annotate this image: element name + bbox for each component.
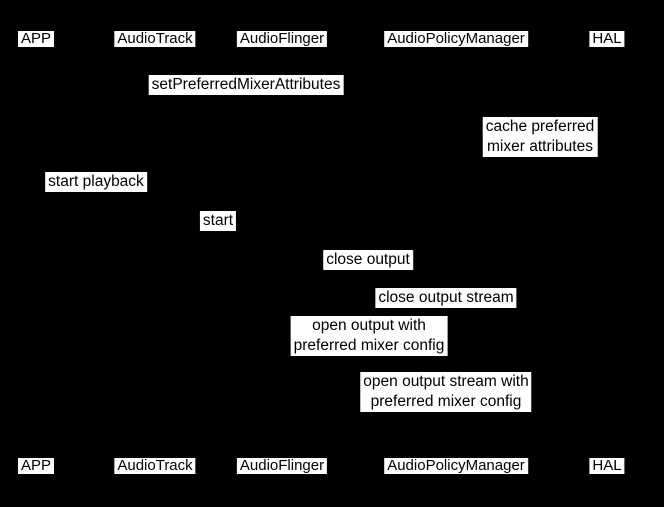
message-label-1: setPreferredMixerAttributes (148, 75, 344, 95)
participant-label-audiotrack-top: AudioTrack (114, 31, 196, 47)
participant-label-app-bottom: APP (17, 458, 55, 474)
message-label-4: start (199, 211, 237, 231)
message-label-3: start playback (45, 172, 147, 192)
message-label-6: close output stream (375, 288, 517, 308)
message-label-5: close output (323, 250, 413, 270)
participant-label-audioflinger-top: AudioFlinger (236, 31, 328, 47)
lifeline-audiotrack (155, 48, 156, 457)
participant-label-audiopolicymanager-top: AudioPolicyManager (384, 31, 528, 47)
lifeline-audiopolicymanager (456, 48, 457, 457)
message-label-7: open output with preferred mixer config (290, 316, 448, 356)
message-label-2: cache preferred mixer attributes (482, 117, 598, 157)
message-label-8: open output stream with preferred mixer … (360, 372, 532, 412)
participant-label-hal-top: HAL (589, 31, 625, 47)
lifeline-audioflinger (282, 48, 283, 457)
participant-label-audiotrack-bottom: AudioTrack (114, 458, 196, 474)
participant-label-app-top: APP (17, 31, 55, 47)
lifeline-hal (607, 48, 608, 457)
participant-label-hal-bottom: HAL (589, 458, 625, 474)
participant-label-audiopolicymanager-bottom: AudioPolicyManager (384, 458, 528, 474)
lifeline-app (36, 48, 37, 457)
participant-label-audioflinger-bottom: AudioFlinger (236, 458, 328, 474)
